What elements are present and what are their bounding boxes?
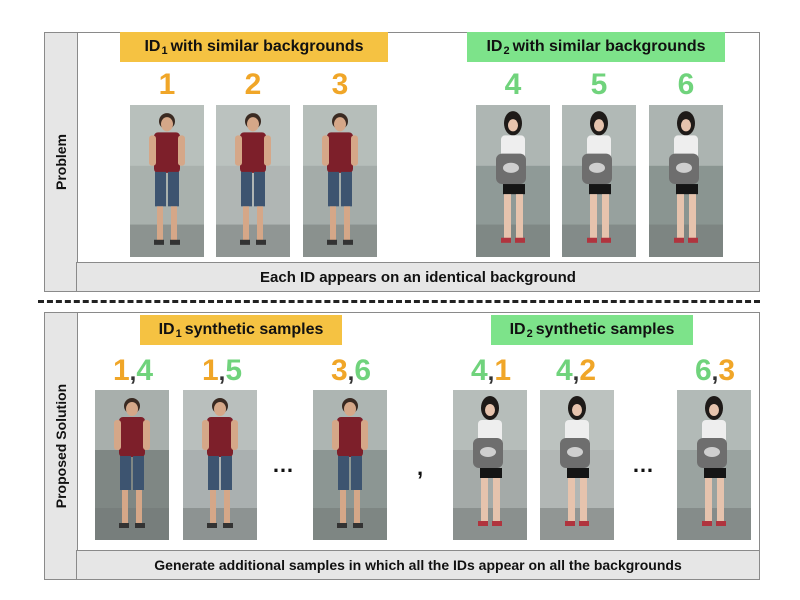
pair-label-3-6: 3,6 <box>330 354 372 387</box>
problem-number-2: 2 <box>244 68 262 101</box>
problem-number-5: 5 <box>590 68 608 101</box>
synthetic-photo-id2 <box>677 390 751 540</box>
synthetic-photo-id2 <box>453 390 527 540</box>
group-separator-comma: , <box>417 455 424 480</box>
problem-number-3: 3 <box>331 68 349 101</box>
synthetic-photo-id1 <box>313 390 387 540</box>
synthetic-photo-id2 <box>540 390 614 540</box>
problem-number-1: 1 <box>158 68 176 101</box>
pair-label-1-4: 1,4 <box>112 354 154 387</box>
person-photo-id2 <box>562 105 636 257</box>
pair-label-6-3: 6,3 <box>694 354 736 387</box>
pair-label-4-2: 4,2 <box>555 354 597 387</box>
person-photo-id2 <box>649 105 723 257</box>
problem-number-6: 6 <box>677 68 695 101</box>
pair-label-4-1: 4,1 <box>470 354 512 387</box>
synthetic-photo-id1 <box>95 390 169 540</box>
ellipsis-id2: … <box>632 452 654 477</box>
synthetic-photo-id1 <box>183 390 257 540</box>
ellipsis-id1: … <box>272 452 294 477</box>
solution-caption: Generate additional samples in which all… <box>76 550 760 580</box>
pair-label-1-5: 1,5 <box>201 354 243 387</box>
dashed-divider <box>38 300 760 303</box>
solution-side-label: Proposed Solution <box>44 312 78 580</box>
person-photo-id1 <box>216 105 290 257</box>
person-photo-id2 <box>476 105 550 257</box>
problem-number-4: 4 <box>504 68 522 101</box>
person-photo-id1 <box>303 105 377 257</box>
person-photo-id1 <box>130 105 204 257</box>
problem-side-label: Problem <box>44 32 78 292</box>
problem-caption: Each ID appears on an identical backgrou… <box>76 262 760 292</box>
